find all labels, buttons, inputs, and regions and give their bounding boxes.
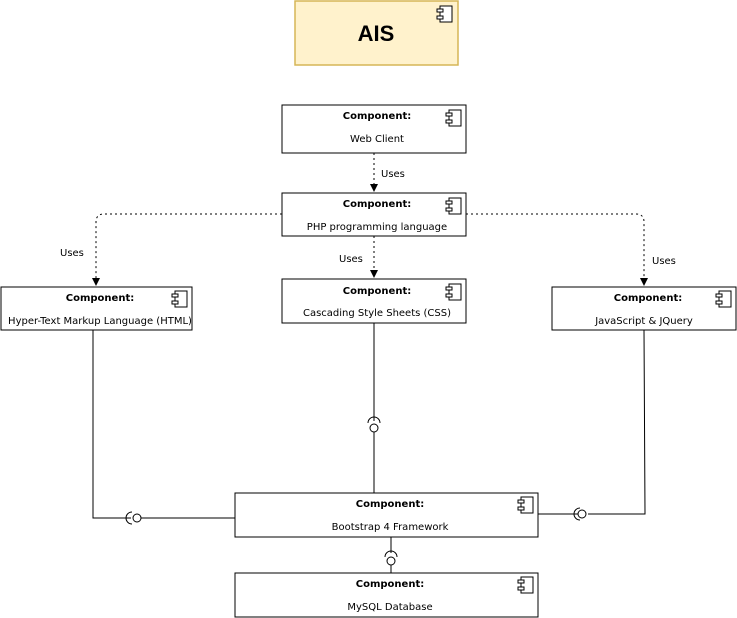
html-required-interface-line: [92, 330, 131, 519]
edge-php-to-js: [466, 213, 648, 286]
edge-php-to-html: [92, 213, 282, 286]
component-web-client[interactable]: Component: Web Client: [281, 104, 467, 154]
component-keyword: Component:: [66, 293, 134, 304]
component-js[interactable]: Component: JavaScript & JQuery: [551, 286, 737, 331]
component-keyword: Component:: [356, 579, 424, 590]
title-box[interactable]: AIS: [294, 0, 459, 66]
component-html[interactable]: Component: Hyper-Text Markup Language (H…: [0, 286, 193, 331]
css-ball: [369, 423, 379, 433]
js-required-interface-line: [588, 329, 646, 515]
js-ball: [577, 509, 587, 519]
edge-label-php-css: Uses: [339, 254, 363, 265]
db-ball: [386, 556, 396, 566]
edge-label-php-html: Uses: [60, 248, 84, 259]
component-name: MySQL Database: [347, 602, 432, 613]
db-socket: [384, 550, 398, 558]
component-keyword: Component:: [343, 199, 411, 210]
component-name: JavaScript & JQuery: [594, 316, 693, 327]
component-css[interactable]: Component: Cascading Style Sheets (CSS): [281, 278, 467, 324]
component-bootstrap[interactable]: Component: Bootstrap 4 Framework: [234, 492, 539, 538]
component-keyword: Component:: [614, 293, 682, 304]
edge-label-web-php: Uses: [381, 169, 405, 180]
component-keyword: Component:: [356, 499, 424, 510]
component-name: Web Client: [350, 134, 404, 145]
diagram-title: AIS: [358, 21, 395, 46]
component-name: Hyper-Text Markup Language (HTML): [8, 316, 192, 327]
html-ball: [132, 513, 142, 523]
component-name: Cascading Style Sheets (CSS): [303, 308, 451, 319]
edge-label-php-js: Uses: [652, 256, 676, 267]
component-php[interactable]: Component: PHP programming language: [281, 192, 467, 237]
component-name: PHP programming language: [307, 222, 447, 233]
component-name: Bootstrap 4 Framework: [332, 522, 449, 533]
html-socket: [125, 511, 133, 525]
component-keyword: Component:: [343, 111, 411, 122]
component-keyword: Component:: [343, 286, 411, 297]
component-mysql[interactable]: Component: MySQL Database: [234, 572, 539, 618]
css-socket: [367, 416, 381, 424]
